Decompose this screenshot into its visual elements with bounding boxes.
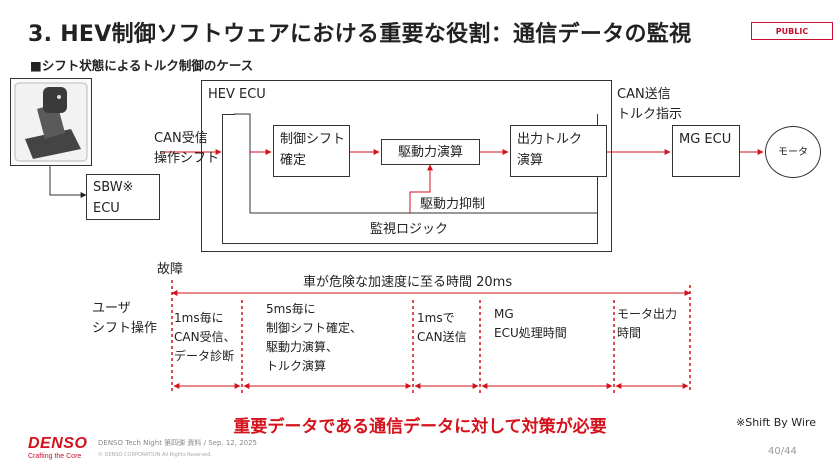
user-label-1: ユーザ xyxy=(92,301,131,316)
shift-lever-icon xyxy=(14,82,88,162)
warning-message: 重要データである通信データに対して対策が必要 xyxy=(233,417,607,437)
output-torque-label-2: 演算 xyxy=(517,153,544,168)
shift-confirm-label-1: 制御シフト xyxy=(280,132,346,147)
classification-badge: PUBLIC xyxy=(751,22,833,40)
mg-ecu-label: MG ECU xyxy=(679,132,732,147)
fault-label: 故障 xyxy=(157,262,184,277)
hev-ecu-box xyxy=(201,80,612,252)
footer-logo-block: DENSO Crafting the Core xyxy=(28,435,87,460)
seg2-line-3: 駆動力演算、 xyxy=(266,340,339,354)
sbw-ecu-label-1: SBW※ xyxy=(93,180,134,195)
user-label-2: シフト操作 xyxy=(92,321,158,336)
page-number: 40/44 xyxy=(768,446,797,457)
drive-calc-box: 駆動力演算 xyxy=(381,139,480,165)
seg4-line-2: ECU処理時間 xyxy=(494,326,567,340)
seg4-line-1: MG xyxy=(494,307,514,321)
can-send-label-1: CAN送信 xyxy=(617,87,671,102)
footer-event-info: DENSO Tech Night 第四弾 資料 / Sep. 12, 2025 xyxy=(98,439,258,447)
seg1-line-1: 1ms毎に xyxy=(174,311,224,325)
motor-label: モータ xyxy=(778,146,808,158)
mg-ecu-box: MG ECU xyxy=(672,125,740,177)
hev-ecu-label: HEV ECU xyxy=(208,87,266,102)
seg5-line-2: 時間 xyxy=(617,326,642,340)
seg3-line-2: CAN送信 xyxy=(417,330,467,344)
denso-tagline: Crafting the Core xyxy=(28,453,82,460)
can-receive-label-1: CAN受信 xyxy=(154,131,208,146)
motor-circle: モータ xyxy=(765,126,821,178)
sbw-footnote: ※Shift By Wire xyxy=(736,416,817,429)
seg2-line-4: トルク演算 xyxy=(266,359,327,373)
shift-lever-image xyxy=(10,78,92,166)
segment-1-text: 1ms毎に CAN受信、 データ診断 xyxy=(174,309,236,366)
segment-3-text: 1msで CAN送信 xyxy=(417,309,467,347)
segment-2-text: 5ms毎に 制御シフト確定、 駆動力演算、 トルク演算 xyxy=(266,300,362,376)
drive-suppress-arrow xyxy=(409,164,433,213)
can-receive-label-2: 操作シフト xyxy=(154,151,220,166)
denso-logo: DENSO xyxy=(28,435,88,452)
seg2-line-2: 制御シフト確定、 xyxy=(266,321,363,335)
shift-confirm-box: 制御シフト 確定 xyxy=(273,125,350,177)
sbw-ecu-box: SBW※ ECU xyxy=(86,174,160,220)
monitor-logic-label: 監視ロジック xyxy=(370,222,449,237)
segment-5-text: モータ出力 時間 xyxy=(617,305,677,343)
can-send-label-2: トルク指示 xyxy=(617,107,683,122)
section-subtitle: ■シフト状態によるトルク制御のケース xyxy=(30,58,254,73)
footer-copyright: © DENSO CORPORATION All Rights Reserved. xyxy=(98,452,212,458)
page-title: 3. HEV制御ソフトウェアにおける重要な役割：通信データの監視 xyxy=(28,22,692,47)
lever-to-sbw-arrow xyxy=(49,166,87,198)
seg5-line-1: モータ出力 xyxy=(617,307,678,321)
seg1-line-2: CAN受信、 xyxy=(174,330,236,344)
output-torque-label-1: 出力トルク xyxy=(517,132,583,147)
shift-confirm-label-2: 確定 xyxy=(280,153,307,168)
monitor-region-top xyxy=(222,114,235,115)
sbw-ecu-label-2: ECU xyxy=(93,201,120,216)
segment-4-text: MG ECU処理時間 xyxy=(494,305,567,343)
seg2-line-1: 5ms毎に xyxy=(266,302,316,316)
internal-route-line xyxy=(234,113,597,214)
seg3-line-1: 1msで xyxy=(417,311,455,325)
total-time-label: 車が危険な加速度に至る時間 20ms xyxy=(303,275,513,290)
seg1-line-3: データ診断 xyxy=(174,349,235,363)
drive-calc-label: 駆動力演算 xyxy=(397,144,463,160)
output-torque-box: 出力トルク 演算 xyxy=(510,125,607,177)
monitor-region-outline xyxy=(222,114,598,244)
drive-suppress-label: 駆動力抑制 xyxy=(420,197,486,212)
